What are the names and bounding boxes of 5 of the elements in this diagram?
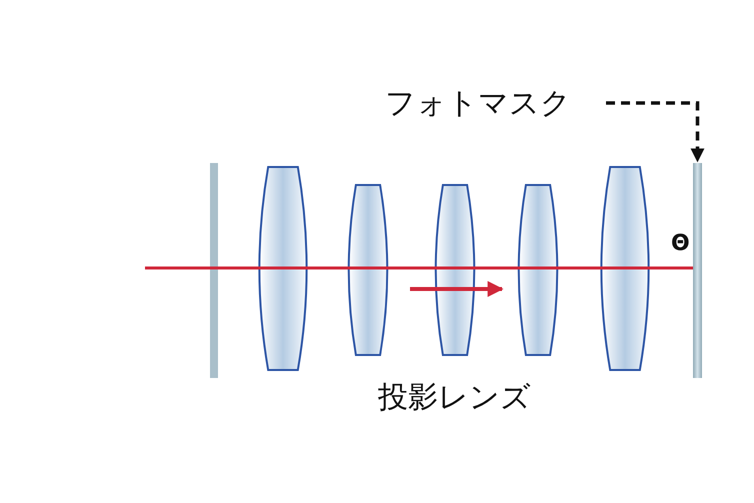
dashed-arrow — [606, 101, 704, 162]
angle-symbol: Θ — [671, 231, 690, 256]
part-label: 投影レンズ — [378, 379, 531, 417]
photomask-plate — [693, 163, 702, 378]
node-label: フォトマスク — [385, 84, 571, 122]
